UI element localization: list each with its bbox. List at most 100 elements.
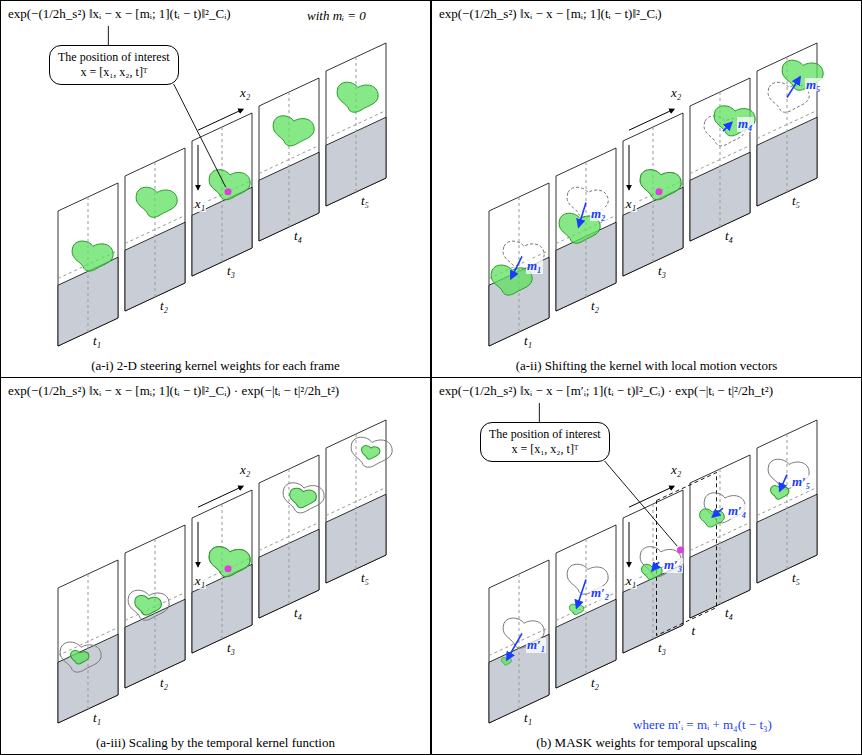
frame-outline xyxy=(259,78,319,241)
frame-time-label: t₃ xyxy=(226,641,236,656)
frame-time-label: t₁ xyxy=(523,711,533,726)
frame-outline xyxy=(125,148,185,311)
frame-outline xyxy=(326,43,386,206)
motion-vector-label: m₅ xyxy=(805,78,822,93)
leader-line xyxy=(174,84,226,187)
frame-time-label: t₁ xyxy=(92,334,102,349)
kernel-outline xyxy=(60,642,101,672)
equation-note: with mᵢ = 0 xyxy=(306,9,367,24)
kernel-footprint xyxy=(72,241,113,271)
center-line xyxy=(326,111,386,139)
video-frame xyxy=(757,420,817,583)
axis-label: x₁ xyxy=(625,574,637,589)
position-dot xyxy=(225,565,232,572)
frame-outline xyxy=(125,525,185,688)
axis-x1 xyxy=(629,522,630,567)
kernel-footprint xyxy=(135,596,162,616)
kernel-equation: exp(−(1/2h_s²) ‖xᵢ − x − [mᵢ; 1](tᵢ − t)… xyxy=(7,384,340,399)
panel: (a-iii) Scaling by the temporal kernel f… xyxy=(0,377,431,755)
frame-time-label: t₅ xyxy=(791,571,801,586)
kernel-equation: exp(−(1/2h_s²) ‖xᵢ − x − [m′ᵢ; 1](tᵢ − t… xyxy=(438,384,774,399)
frame-stack xyxy=(58,43,386,346)
frame-outline xyxy=(58,560,118,723)
motion-vector xyxy=(787,77,800,97)
frame-time-label: t₂ xyxy=(590,676,600,691)
frame-outline xyxy=(192,490,252,653)
axis-x1 xyxy=(198,145,199,190)
motion-vector xyxy=(579,203,586,227)
position-dot xyxy=(677,547,684,554)
video-frame xyxy=(623,113,683,276)
axis-label: x₁ xyxy=(625,197,637,212)
kernel-equation: exp(−(1/2h_s²) ‖xᵢ − x − [mᵢ; 1](tᵢ − t)… xyxy=(438,7,663,22)
panel: (b) MASK weights for temporal upscalinge… xyxy=(431,377,862,755)
frame-stack xyxy=(58,420,392,723)
kernel-footprint xyxy=(361,446,380,460)
frame-outline xyxy=(489,560,549,723)
frame-outline xyxy=(690,455,750,618)
center-line xyxy=(690,146,750,174)
motion-vector xyxy=(713,508,723,517)
frame-time-label: t₄ xyxy=(724,229,734,244)
axis-label: x₁ xyxy=(194,574,206,589)
video-frame xyxy=(125,148,185,311)
motion-vector-label: m′₃ xyxy=(663,558,683,573)
kernel-footprint xyxy=(337,82,378,112)
callout-text: The position of interest xyxy=(58,50,170,65)
frame-time-label: t₁ xyxy=(523,334,533,349)
center-line xyxy=(489,628,549,656)
frame-time-label: t₁ xyxy=(92,711,102,726)
video-frame xyxy=(690,78,750,241)
video-frame xyxy=(623,490,683,653)
motion-vector xyxy=(507,633,522,659)
axis-x2 xyxy=(629,109,674,130)
frame-time-label: t₄ xyxy=(724,606,734,621)
video-frame xyxy=(489,183,549,346)
frame-outline xyxy=(326,420,386,583)
center-line xyxy=(125,216,185,244)
motion-vector-label: m₄ xyxy=(737,117,754,132)
video-frame xyxy=(690,455,750,618)
video-frame xyxy=(556,148,616,311)
kernel-footprint xyxy=(290,488,317,508)
frame-outline xyxy=(757,420,817,583)
video-frame xyxy=(58,560,118,723)
frame-outline xyxy=(556,148,616,311)
axis-x2 xyxy=(629,486,674,507)
callout-text: The position of interest xyxy=(489,427,601,442)
motion-vector xyxy=(652,562,659,570)
kernel-footprint xyxy=(209,170,250,200)
callout-text: x = [x₁, x₂, t]ᵀ xyxy=(489,442,601,457)
motion-vector xyxy=(577,580,586,608)
motion-vector xyxy=(511,256,522,278)
video-frame xyxy=(192,490,252,653)
axis-x2 xyxy=(198,109,243,130)
motion-vector-label: m′₄ xyxy=(727,504,747,519)
position-dot xyxy=(225,188,232,195)
axis-x1 xyxy=(629,145,630,190)
frame-outline xyxy=(556,525,616,688)
axis-label: x₂ xyxy=(239,86,251,101)
frame-outline xyxy=(259,455,319,618)
axis-label: x₂ xyxy=(670,86,682,101)
frame-time-label: t₂ xyxy=(159,299,169,314)
axis-label: x₂ xyxy=(670,463,682,478)
frame-time-label: t₅ xyxy=(791,194,801,209)
center-line xyxy=(259,146,319,174)
position-dot xyxy=(656,188,663,195)
axis-label: x₂ xyxy=(239,463,251,478)
motion-vector-label: m′₂ xyxy=(590,586,610,601)
kernel-footprint xyxy=(714,106,755,136)
frame-time-label: t₂ xyxy=(590,299,600,314)
illustration xyxy=(432,1,862,379)
center-line xyxy=(690,523,750,551)
callout-text: x = [x₁, x₂, t]ᵀ xyxy=(58,65,170,80)
motion-vector-label: m₂ xyxy=(590,207,607,222)
motion-vector-label: m₁ xyxy=(526,259,543,274)
axis-x1 xyxy=(198,522,199,567)
kernel-outline xyxy=(351,437,392,467)
motion-vector xyxy=(723,123,732,132)
frame-time-label: t₂ xyxy=(159,676,169,691)
panel-caption: (a-iii) Scaling by the temporal kernel f… xyxy=(1,735,430,751)
kernel-footprint xyxy=(642,564,663,579)
